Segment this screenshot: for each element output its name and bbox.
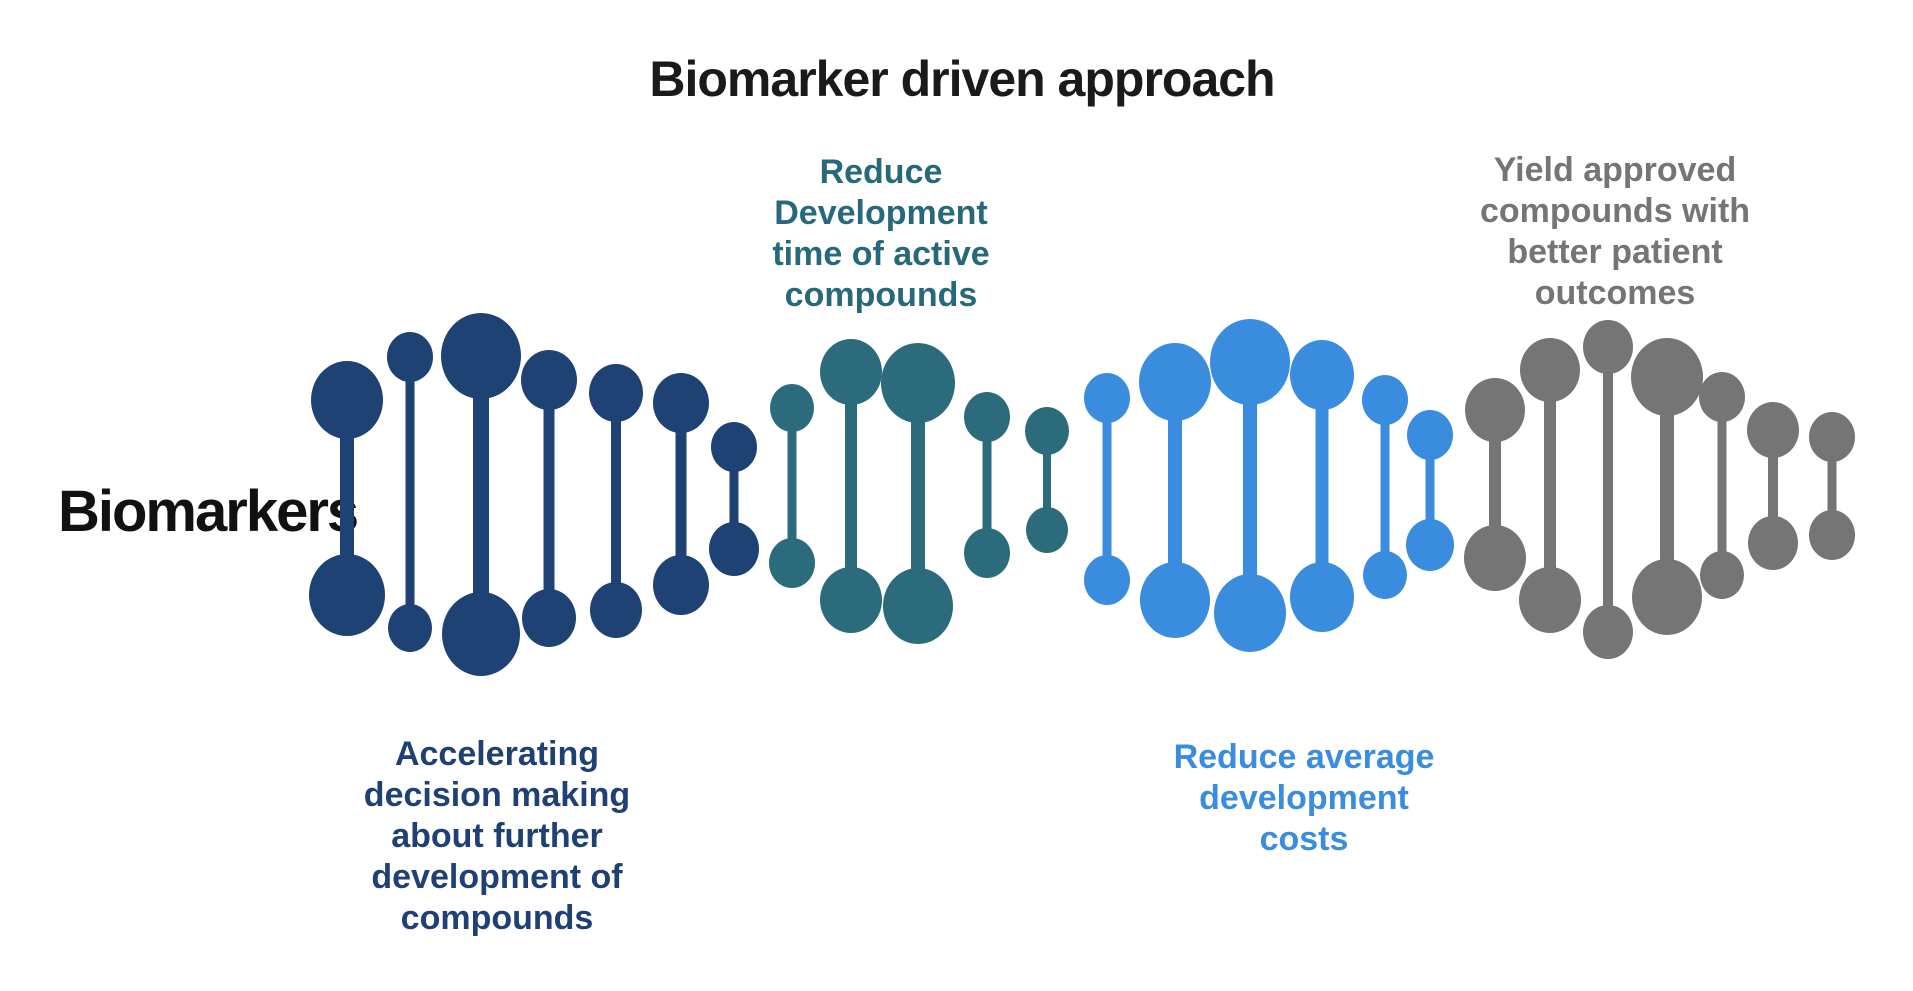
helix-rung-bar — [911, 383, 925, 606]
helix-node-bottom — [1748, 516, 1798, 570]
helix-node-bottom — [1363, 551, 1407, 599]
helix-segment-blue — [1084, 319, 1454, 652]
helix-rung-bar — [845, 372, 857, 600]
helix-node-bottom — [388, 604, 432, 652]
helix-rung-bar — [1717, 397, 1727, 575]
helix-node-bottom — [1632, 559, 1702, 635]
helix-rung-bar — [1660, 377, 1674, 597]
helix-rung-bar — [340, 400, 354, 595]
helix-rung-bar — [982, 417, 992, 553]
helix-rung-bar — [1489, 410, 1501, 558]
helix-node-bottom — [309, 554, 385, 636]
helix-rung-bar — [611, 393, 621, 610]
helix-node-top — [881, 343, 955, 423]
helix-rung-bar — [1243, 362, 1257, 613]
helix-node-bottom — [1519, 567, 1581, 633]
helix-node-top — [1139, 343, 1211, 421]
helix-segment-teal — [769, 339, 1069, 644]
helix-rung-bar — [1425, 435, 1435, 545]
helix-node-bottom — [1290, 562, 1354, 632]
helix-node-top — [1747, 402, 1799, 458]
helix-node-top — [311, 361, 383, 439]
diagram-title: Biomarker driven approach — [649, 51, 1275, 107]
helix-rung-bar — [473, 356, 489, 634]
helix-node-top — [1210, 319, 1290, 405]
helix-rung-bar — [1168, 382, 1182, 600]
helix-rung-bar — [1768, 430, 1778, 543]
helix-node-top — [589, 364, 643, 422]
helix-node-bottom — [709, 522, 759, 576]
helix-node-top — [1290, 340, 1354, 410]
label-accelerating-decision-making: Accelerating decision making about furth… — [363, 735, 631, 937]
helix-node-top — [964, 392, 1010, 442]
helix-rung-bar — [543, 380, 555, 618]
helix-node-bottom — [590, 582, 642, 638]
helix-segment-navy — [309, 313, 759, 676]
helix-rung-bar — [787, 408, 797, 563]
helix-node-bottom — [820, 567, 882, 633]
helix-node-top — [441, 313, 521, 399]
helix-rung-bar — [1102, 398, 1112, 580]
helix-rung-bar — [1043, 431, 1051, 530]
helix-rung-bar — [1315, 375, 1329, 597]
helix-node-bottom — [442, 592, 520, 676]
helix-node-bottom — [1809, 510, 1855, 560]
helix-node-bottom — [1214, 574, 1286, 652]
helix-node-top — [1362, 375, 1408, 425]
helix-node-bottom — [1464, 525, 1526, 591]
helix-node-top — [1407, 410, 1453, 460]
helix-node-top — [1631, 338, 1703, 416]
helix-node-bottom — [1026, 507, 1068, 553]
helix-node-top — [1084, 373, 1130, 423]
helix-rung-bar — [1603, 347, 1613, 632]
helix-rung-bar — [405, 357, 415, 628]
helix-node-bottom — [1084, 555, 1130, 605]
label-reduce-development-time: Reduce Development time of active compou… — [772, 153, 990, 314]
helix-node-top — [1025, 407, 1069, 455]
helix-node-bottom — [1583, 605, 1633, 659]
helix-node-bottom — [964, 528, 1010, 578]
helix-node-bottom — [522, 589, 576, 647]
helix-node-top — [521, 350, 577, 410]
helix-node-top — [387, 332, 433, 382]
helix-node-top — [1465, 378, 1525, 442]
label-reduce-average-costs: Reduce average development costs — [1173, 738, 1435, 858]
label-yield-approved-compounds: Yield approved compounds with better pat… — [1479, 151, 1751, 312]
helix-node-top — [820, 339, 882, 405]
helix-rung-bar — [1380, 400, 1390, 575]
helix-node-bottom — [769, 538, 815, 588]
helix-rung-bar — [729, 447, 739, 549]
helix-node-top — [653, 373, 709, 433]
helix-node-top — [711, 422, 757, 472]
helix-segment-gray — [1464, 320, 1855, 659]
helix-node-bottom — [653, 555, 709, 615]
helix-node-top — [1699, 372, 1745, 422]
helix-node-bottom — [883, 568, 953, 644]
helix-node-top — [1520, 338, 1580, 402]
helix-rung-bar — [1544, 370, 1556, 600]
helix-node-bottom — [1406, 519, 1454, 571]
helix-node-bottom — [1140, 562, 1210, 638]
helix-node-top — [770, 384, 814, 432]
biomarkers-label: Biomarkers — [58, 479, 359, 544]
helix-node-top — [1809, 412, 1855, 462]
helix-node-bottom — [1700, 551, 1744, 599]
helix-rung-bar — [675, 403, 687, 585]
helix-rung-bar — [1827, 437, 1837, 535]
helix-node-top — [1583, 320, 1633, 374]
